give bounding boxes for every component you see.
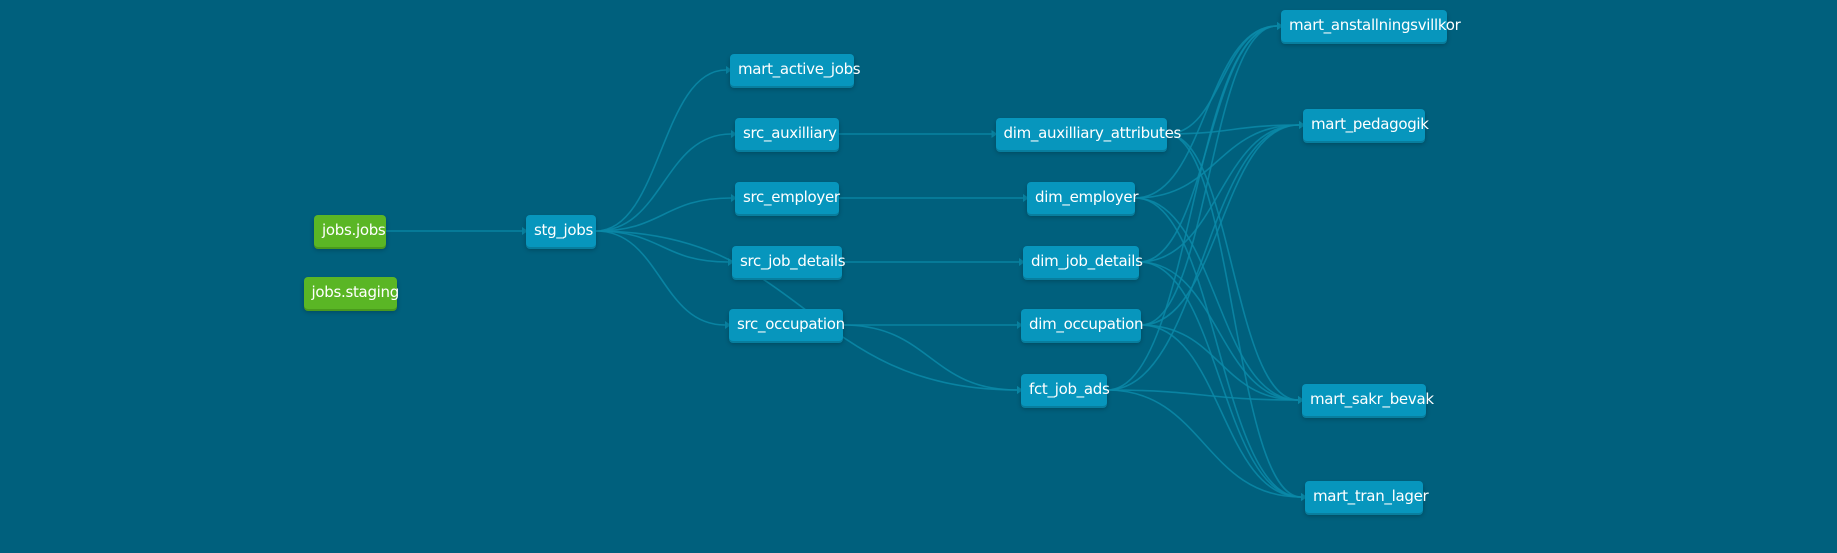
arrowhead-src_occupation-to-dim_occupation (1017, 321, 1023, 329)
node-dim-job-details[interactable]: dim_job_details (1023, 246, 1143, 278)
edge-dim_auxilliary_attributes-to-mart_sakr_bevak (1166, 133, 1299, 401)
node-src-job-details[interactable]: src_job_details (732, 246, 846, 278)
node-mart-tran-lager[interactable]: mart_tran_lager (1305, 481, 1429, 513)
edge-src_occupation-to-fct_job_ads (842, 324, 1018, 391)
edge-dim_employer-to-mart_sakr_bevak (1134, 197, 1299, 401)
node-dim-employer[interactable]: dim_employer (1027, 182, 1138, 214)
edge-stg_jobs-to-mart_active_jobs (595, 69, 727, 232)
node-dim-occupation[interactable]: dim_occupation (1021, 309, 1144, 341)
edge-fct_job_ads-to-mart_pedagogik (1106, 124, 1300, 391)
edge-dim_occupation-to-mart_tran_lager (1140, 324, 1302, 498)
edge-stg_jobs-to-src_employer (595, 197, 732, 232)
edge-dim_employer-to-mart_tran_lager (1134, 197, 1302, 498)
edge-dim_job_details-to-mart_pedagogik (1138, 124, 1300, 263)
arrowhead-jobs_jobs-to-stg_jobs (522, 227, 528, 235)
node-mart-pedagogik[interactable]: mart_pedagogik (1303, 109, 1429, 141)
edge-stg_jobs-to-src_auxilliary (595, 133, 732, 232)
edge-dim_occupation-to-mart_pedagogik (1140, 124, 1300, 326)
node-stg-jobs[interactable]: stg_jobs (526, 215, 596, 247)
arrowhead-src_employer-to-dim_employer (1023, 194, 1029, 202)
edge-fct_job_ads-to-mart_sakr_bevak (1106, 389, 1299, 401)
arrowhead-fct_job_ads-to-mart_pedagogik (1299, 121, 1305, 129)
edge-dim_employer-to-mart_anstallningsvillkor (1134, 25, 1278, 199)
node-fct-job-ads[interactable]: fct_job_ads (1021, 374, 1110, 406)
node-src-employer[interactable]: src_employer (735, 182, 840, 214)
arrowhead-stg_jobs-to-src_occupation (725, 321, 731, 329)
arrowhead-fct_job_ads-to-mart_anstallningsvillkor (1277, 22, 1283, 30)
edge-stg_jobs-to-src_job_details (595, 230, 729, 263)
edge-dim_job_details-to-mart_tran_lager (1138, 261, 1302, 498)
arrowhead-src_job_details-to-dim_job_details (1019, 258, 1025, 266)
arrowhead-src_occupation-to-fct_job_ads (1017, 386, 1023, 394)
arrowhead-fct_job_ads-to-mart_tran_lager (1301, 493, 1307, 501)
node-jobs-jobs[interactable]: jobs.jobs (314, 215, 386, 247)
arrowhead-stg_jobs-to-src_auxilliary (731, 130, 737, 138)
edge-fct_job_ads-to-mart_tran_lager (1106, 389, 1302, 498)
edge-fct_job_ads-to-mart_anstallningsvillkor (1106, 25, 1278, 391)
node-jobs-staging[interactable]: jobs.staging (303, 277, 399, 309)
node-dim-auxilliary-attributes[interactable]: dim_auxilliary_attributes (995, 118, 1181, 150)
node-mart-anstallningsvillkor[interactable]: mart_anstallningsvillkor (1281, 10, 1461, 42)
edge-dim_auxilliary_attributes-to-mart_anstallningsvillkor (1166, 25, 1278, 135)
node-mart-sakr-bevak[interactable]: mart_sakr_bevak (1302, 384, 1434, 416)
edge-dim_employer-to-mart_pedagogik (1134, 124, 1300, 199)
node-src-occupation[interactable]: src_occupation (729, 309, 845, 341)
edge-dim_occupation-to-mart_sakr_bevak (1140, 324, 1299, 401)
arrowhead-stg_jobs-to-mart_active_jobs (726, 66, 732, 74)
edge-dim_auxilliary_attributes-to-mart_pedagogik (1166, 124, 1300, 135)
node-mart-active-jobs[interactable]: mart_active_jobs (730, 54, 861, 86)
edge-stg_jobs-to-src_occupation (595, 230, 726, 326)
node-src-auxilliary[interactable]: src_auxilliary (735, 118, 839, 150)
arrowhead-src_auxilliary-to-dim_auxilliary_attributes (991, 130, 998, 138)
edge-dim_job_details-to-mart_sakr_bevak (1138, 261, 1299, 401)
arrowhead-stg_jobs-to-src_employer (731, 194, 737, 202)
arrowhead-fct_job_ads-to-mart_sakr_bevak (1298, 396, 1304, 404)
edge-dim_auxilliary_attributes-to-mart_tran_lager (1166, 133, 1302, 498)
